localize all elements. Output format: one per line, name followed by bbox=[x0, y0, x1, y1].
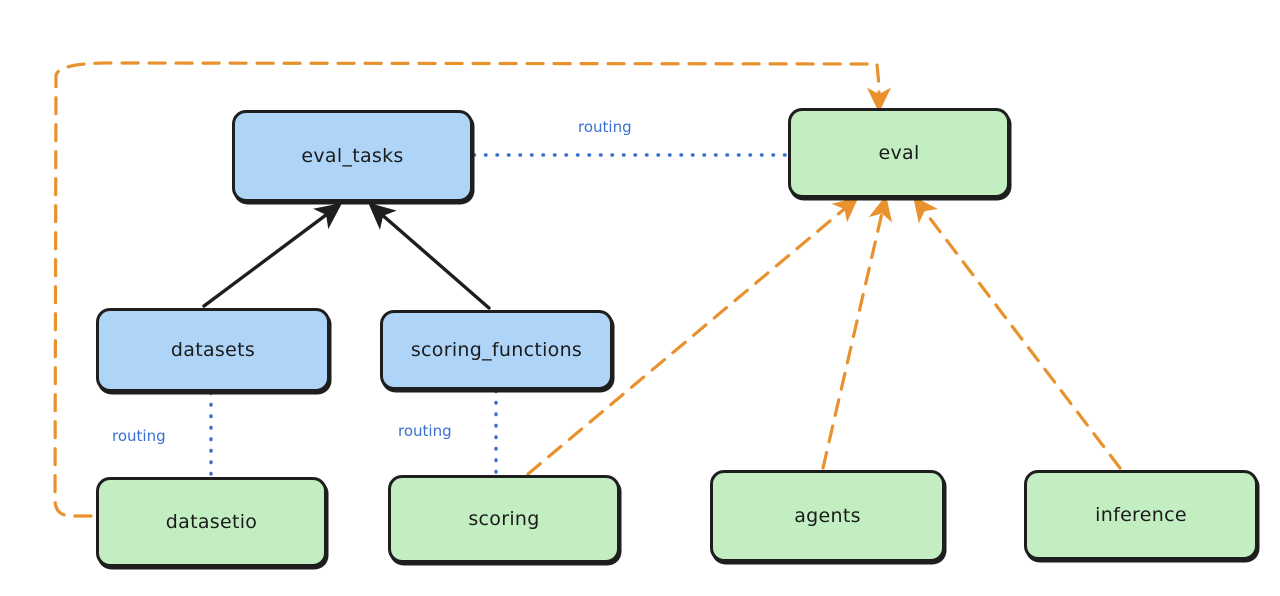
edge-label-scoring-functions-routing: routing bbox=[398, 422, 452, 440]
edge-scoring-functions-eval-tasks bbox=[368, 202, 491, 310]
node-eval[interactable]: eval bbox=[788, 108, 1010, 198]
edge-inference-eval bbox=[913, 196, 1122, 470]
node-label-inference: inference bbox=[1095, 504, 1187, 526]
node-eval-tasks[interactable]: eval_tasks bbox=[232, 110, 473, 202]
node-label-scoring-functions: scoring_functions bbox=[410, 339, 583, 361]
node-datasets[interactable]: datasets bbox=[96, 308, 330, 392]
edge-label-datasets-routing: routing bbox=[112, 427, 166, 445]
edge-agents-eval bbox=[821, 195, 893, 470]
node-scoring[interactable]: scoring bbox=[388, 475, 620, 563]
node-agents[interactable]: agents bbox=[710, 470, 945, 562]
edge-datasets-eval-tasks bbox=[202, 202, 343, 308]
node-label-scoring: scoring bbox=[468, 508, 540, 530]
edge-label-eval-tasks-routing: routing bbox=[578, 118, 632, 136]
edge-eval-datasetio bbox=[53, 61, 891, 518]
node-inference[interactable]: inference bbox=[1024, 470, 1258, 560]
node-label-datasets: datasets bbox=[170, 339, 256, 361]
node-datasetio[interactable]: datasetio bbox=[96, 477, 327, 567]
edge-scoring-eval bbox=[526, 196, 859, 476]
node-label-agents: agents bbox=[794, 505, 861, 527]
node-scoring-functions[interactable]: scoring_functions bbox=[380, 310, 613, 390]
node-label-datasetio: datasetio bbox=[165, 511, 258, 533]
node-label-eval-tasks: eval_tasks bbox=[301, 145, 404, 167]
node-label-eval: eval bbox=[878, 142, 920, 164]
